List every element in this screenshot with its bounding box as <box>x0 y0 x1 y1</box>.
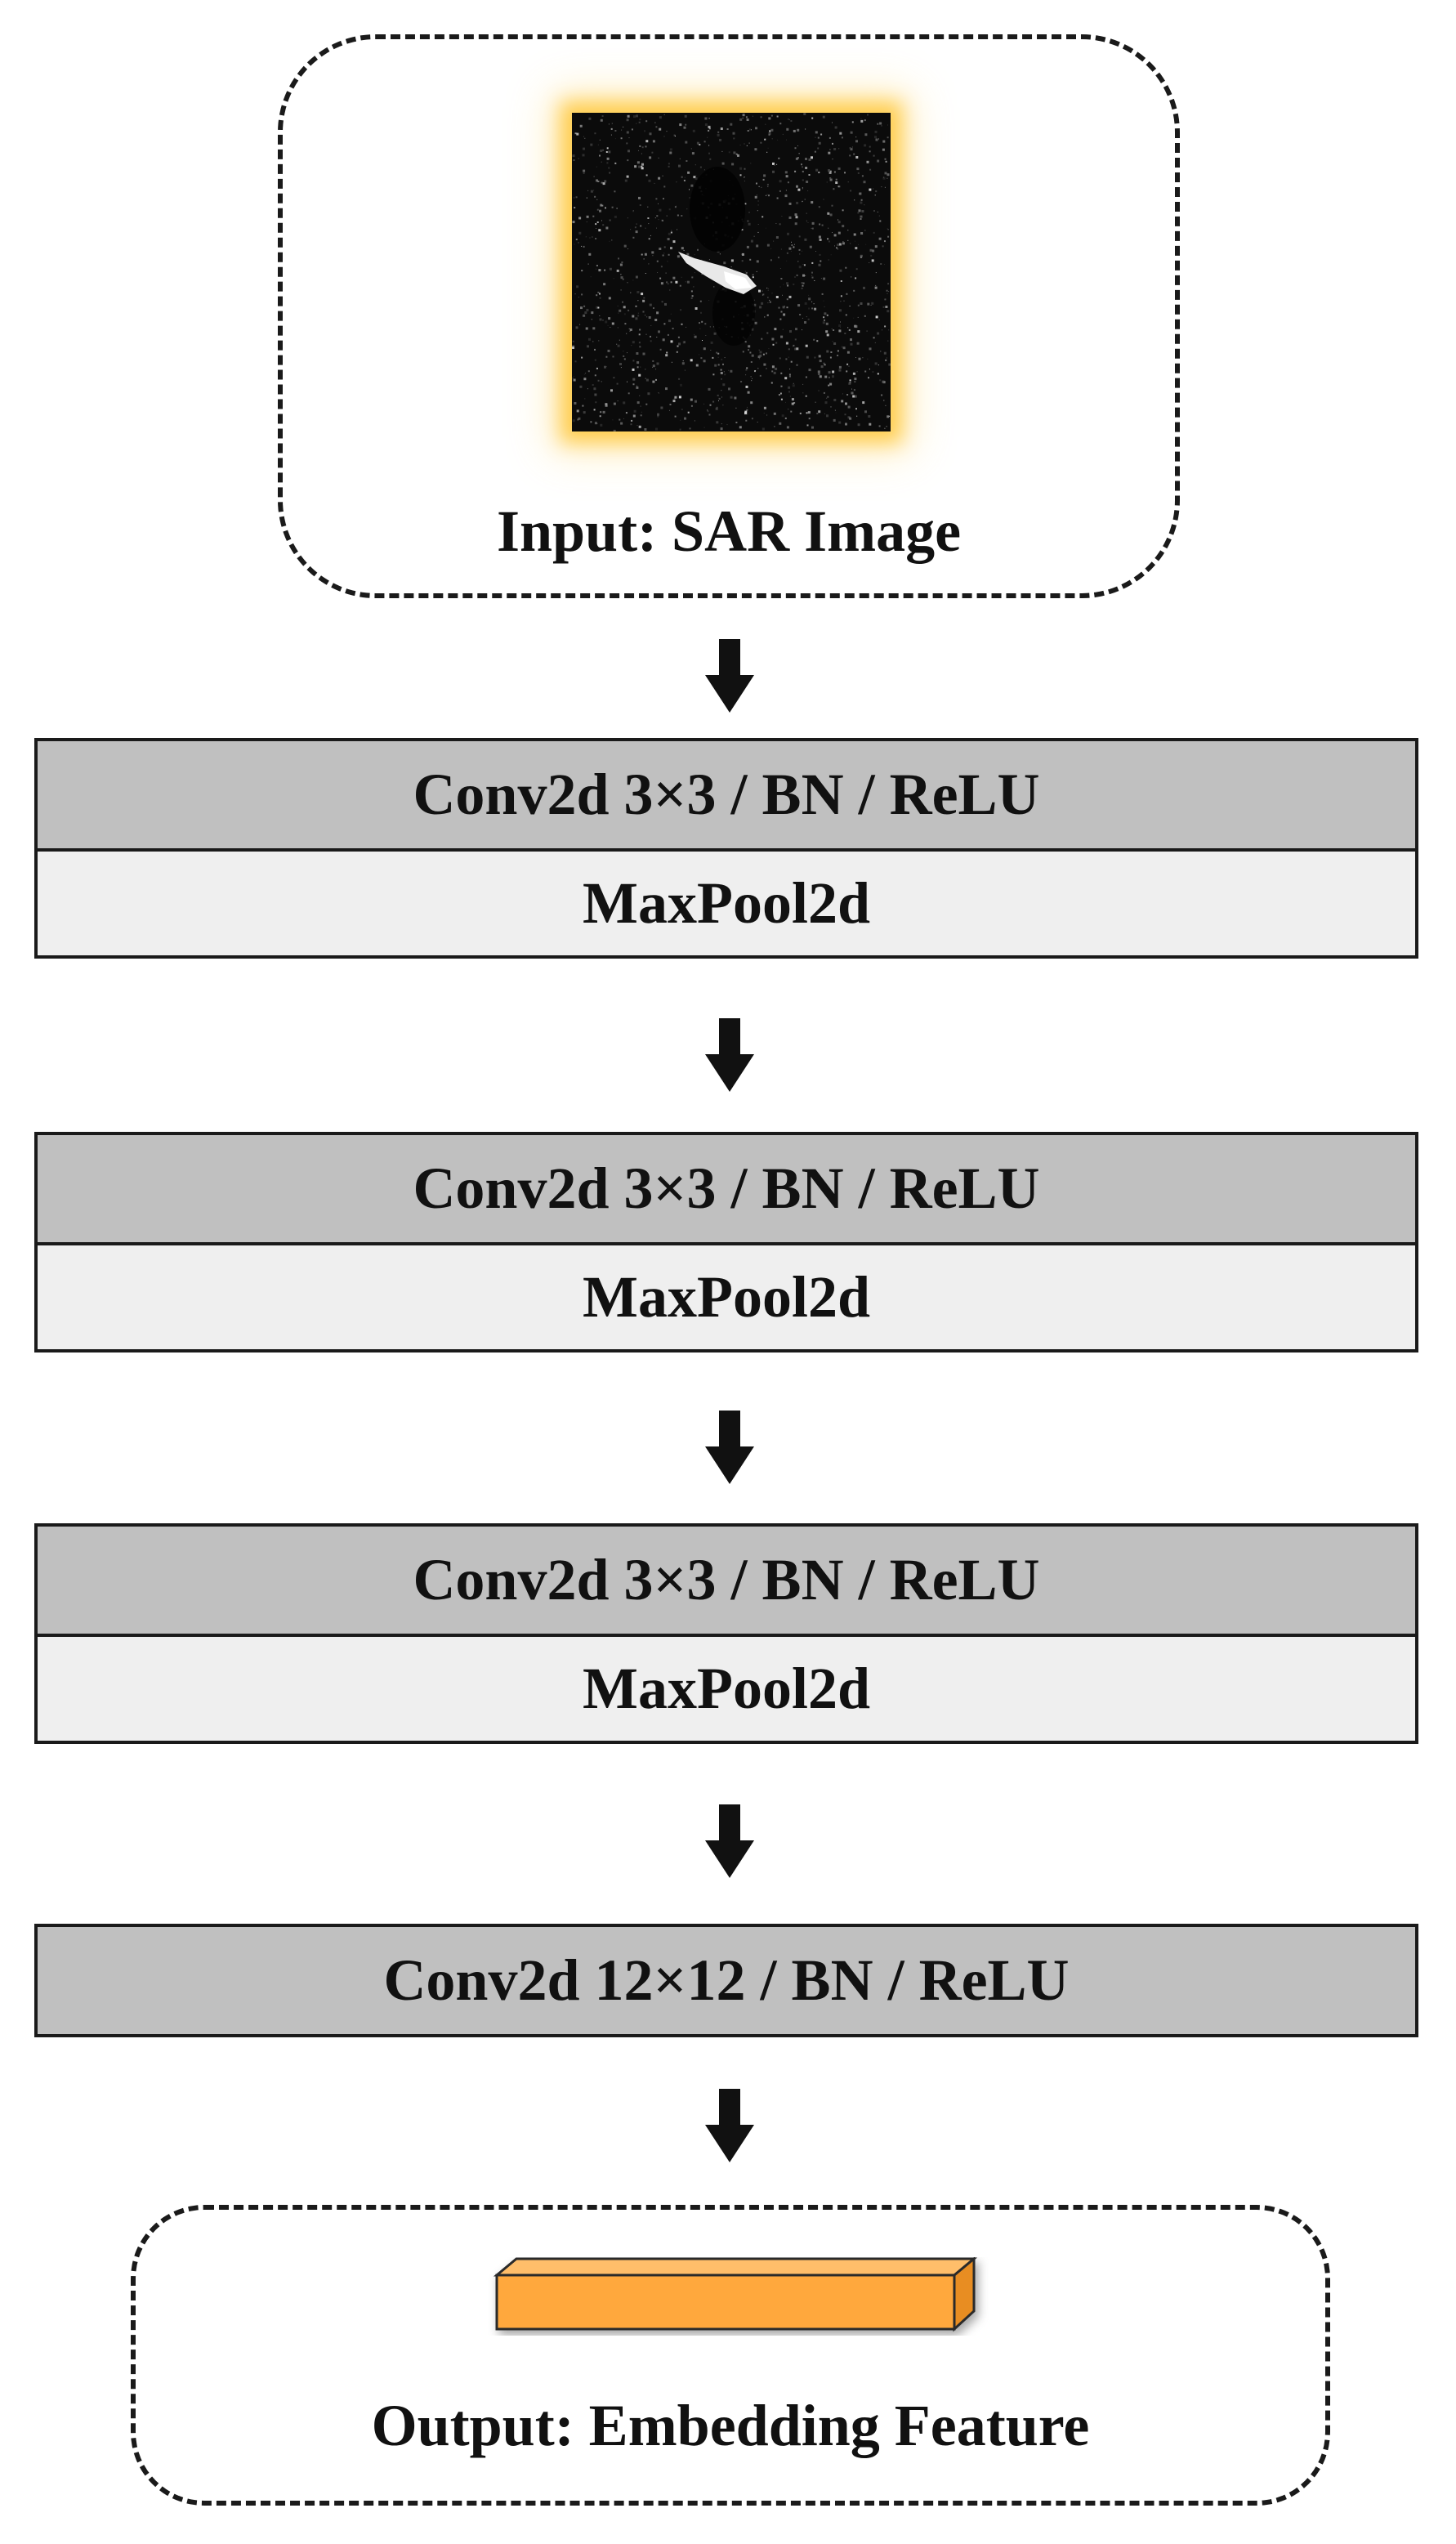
conv-block-4: Conv2d 12×12 / BN / ReLU <box>34 1924 1418 2037</box>
pool-layer-label: MaxPool2d <box>38 848 1415 955</box>
down-arrow-icon <box>705 1018 754 1092</box>
down-arrow-icon <box>705 1804 754 1878</box>
pool-layer-label: MaxPool2d <box>38 1634 1415 1741</box>
down-arrow-icon <box>705 2089 754 2162</box>
conv-layer-label: Conv2d 3×3 / BN / ReLU <box>38 1527 1415 1634</box>
output-container: Output: Embedding Feature <box>131 2205 1330 2506</box>
pool-layer-label: MaxPool2d <box>38 1242 1415 1349</box>
conv-block-3: Conv2d 3×3 / BN / ReLU MaxPool2d <box>34 1523 1418 1744</box>
sar-speckle-graphic <box>572 113 891 431</box>
down-arrow-icon <box>705 639 754 713</box>
sar-image <box>572 113 891 431</box>
conv-layer-label: Conv2d 3×3 / BN / ReLU <box>38 1135 1415 1242</box>
conv-block-2: Conv2d 3×3 / BN / ReLU MaxPool2d <box>34 1132 1418 1352</box>
embedding-bar-icon <box>493 2257 978 2332</box>
conv-block-1: Conv2d 3×3 / BN / ReLU MaxPool2d <box>34 738 1418 959</box>
conv-layer-label: Conv2d 12×12 / BN / ReLU <box>38 1927 1415 2034</box>
output-caption: Output: Embedding Feature <box>371 2393 1090 2458</box>
down-arrow-icon <box>705 1411 754 1484</box>
input-caption: Input: SAR Image <box>496 499 962 564</box>
input-container: Input: SAR Image <box>278 34 1180 598</box>
conv-layer-label: Conv2d 3×3 / BN / ReLU <box>38 741 1415 848</box>
